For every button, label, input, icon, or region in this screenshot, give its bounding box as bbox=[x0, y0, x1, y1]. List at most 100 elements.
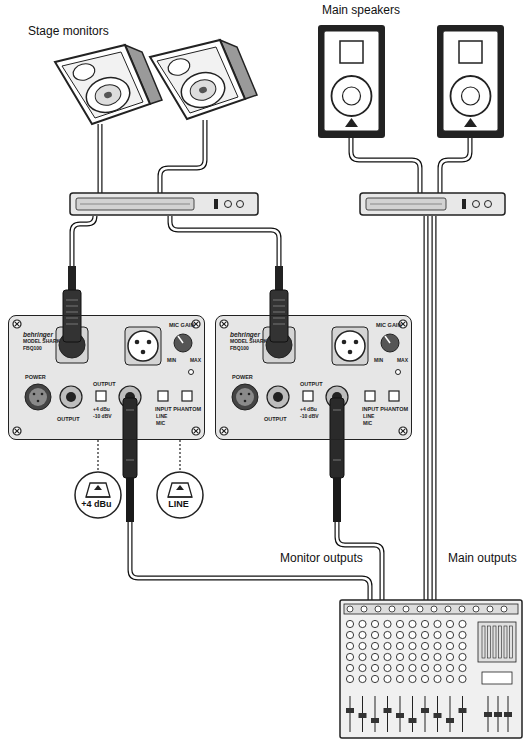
panel-label: MIC bbox=[156, 421, 165, 427]
power-amplifier bbox=[80, 204, 190, 205]
speaker-cables bbox=[160, 120, 205, 193]
mixing-console bbox=[409, 642, 416, 649]
callout-circle bbox=[74, 471, 122, 519]
power-amplifier bbox=[360, 193, 505, 215]
mixing-console bbox=[421, 642, 428, 649]
power-amplifier bbox=[366, 198, 446, 210]
mixing-console bbox=[459, 675, 466, 682]
mixing-console bbox=[409, 631, 416, 638]
mixing-console bbox=[459, 708, 467, 713]
mixing-console bbox=[421, 653, 428, 660]
mixing-console bbox=[434, 653, 441, 660]
mixing-console bbox=[359, 653, 366, 660]
speaker-cables bbox=[351, 138, 420, 193]
mixing-console bbox=[384, 653, 391, 660]
mixing-console bbox=[384, 675, 391, 682]
mixing-console bbox=[346, 664, 353, 671]
mixing-console bbox=[396, 620, 403, 627]
mixing-console bbox=[459, 642, 466, 649]
power-amplifier bbox=[76, 198, 194, 210]
mixing-console bbox=[473, 606, 479, 612]
mixer-output-cables bbox=[130, 520, 370, 604]
plugs bbox=[123, 398, 137, 522]
power-amplifier bbox=[370, 204, 442, 205]
power-amplifier bbox=[473, 201, 480, 208]
mixing-console bbox=[478, 622, 516, 662]
mixing-console bbox=[384, 620, 391, 627]
panel-label: LINE bbox=[363, 414, 374, 420]
mixing-console bbox=[421, 620, 428, 627]
speaker-cables bbox=[440, 138, 470, 193]
mixing-console bbox=[361, 606, 367, 612]
mixing-console bbox=[412, 696, 413, 732]
mixing-console bbox=[396, 675, 403, 682]
mixer-output-cables bbox=[424, 216, 429, 604]
mixing-console bbox=[403, 606, 409, 612]
switch-callout: +4 dBu bbox=[74, 471, 122, 519]
mixing-console bbox=[510, 626, 513, 658]
caption-label: Stage monitors bbox=[28, 24, 109, 38]
mixing-console bbox=[450, 696, 451, 732]
mixing-console bbox=[371, 675, 378, 682]
mixing-console bbox=[375, 606, 381, 612]
switch-icon bbox=[176, 485, 184, 490]
mixer-output-cables bbox=[433, 216, 436, 604]
panel-label: MIC GAIN bbox=[169, 322, 194, 328]
panel-label: MIC GAIN bbox=[376, 322, 401, 328]
mixing-console bbox=[434, 631, 441, 638]
mixing-console bbox=[484, 712, 492, 717]
mixing-console bbox=[359, 675, 366, 682]
mixer-output-cables bbox=[425, 216, 428, 604]
amp-to-panel-cables bbox=[170, 216, 279, 268]
mixing-console bbox=[384, 631, 391, 638]
switch-icon bbox=[94, 485, 102, 490]
amp-to-panel-cables bbox=[72, 216, 95, 268]
callout-circle bbox=[157, 472, 203, 518]
panel-label: FBQ100 bbox=[23, 346, 42, 352]
power-amplifier bbox=[360, 193, 505, 215]
mixing-console bbox=[482, 672, 512, 684]
panel-label: +4 dBu bbox=[300, 407, 317, 413]
plugs bbox=[270, 266, 288, 342]
panel-label: OUTPUT bbox=[300, 381, 323, 387]
panel-label: behringer bbox=[230, 331, 260, 338]
mixing-console bbox=[459, 664, 466, 671]
mixing-console bbox=[396, 664, 403, 671]
panel-label: OUTPUT bbox=[264, 416, 287, 422]
panel-label: MODEL SHARK bbox=[23, 339, 60, 345]
mixing-console bbox=[434, 664, 441, 671]
mixing-console bbox=[431, 606, 437, 612]
mixing-console bbox=[371, 642, 378, 649]
caption-label: Main outputs bbox=[448, 551, 517, 565]
mixing-console bbox=[359, 664, 366, 671]
amp-to-panel-cables bbox=[170, 216, 279, 268]
caption-label: Monitor outputs bbox=[280, 551, 363, 565]
power-amplifier bbox=[462, 199, 466, 209]
mixing-console bbox=[409, 653, 416, 660]
mixing-console bbox=[344, 604, 518, 614]
mixing-console bbox=[346, 642, 353, 649]
mixing-console bbox=[434, 642, 441, 649]
mixing-console bbox=[487, 606, 493, 612]
mixing-console bbox=[499, 626, 502, 658]
mixing-console bbox=[396, 631, 403, 638]
speaker-cables bbox=[100, 120, 470, 193]
power-amplifier bbox=[70, 193, 258, 215]
plugs bbox=[63, 266, 81, 342]
mixing-console bbox=[371, 631, 378, 638]
panel-label: MIN bbox=[374, 358, 383, 364]
dotted-callout-line bbox=[179, 440, 180, 471]
mixing-console bbox=[504, 712, 512, 717]
stage-monitors bbox=[150, 40, 257, 119]
mixing-console bbox=[359, 713, 367, 718]
fbq100-panel: behringerMODEL SHARKFBQ100MIC GAINMINMAX… bbox=[215, 315, 412, 440]
mixing-console bbox=[446, 631, 453, 638]
speaker-cables bbox=[99, 124, 102, 193]
panel-label: POWER bbox=[232, 374, 253, 380]
mixing-console bbox=[446, 653, 453, 660]
mixing-console bbox=[346, 708, 354, 713]
mixing-console bbox=[493, 626, 496, 658]
mixing-console bbox=[459, 631, 466, 638]
